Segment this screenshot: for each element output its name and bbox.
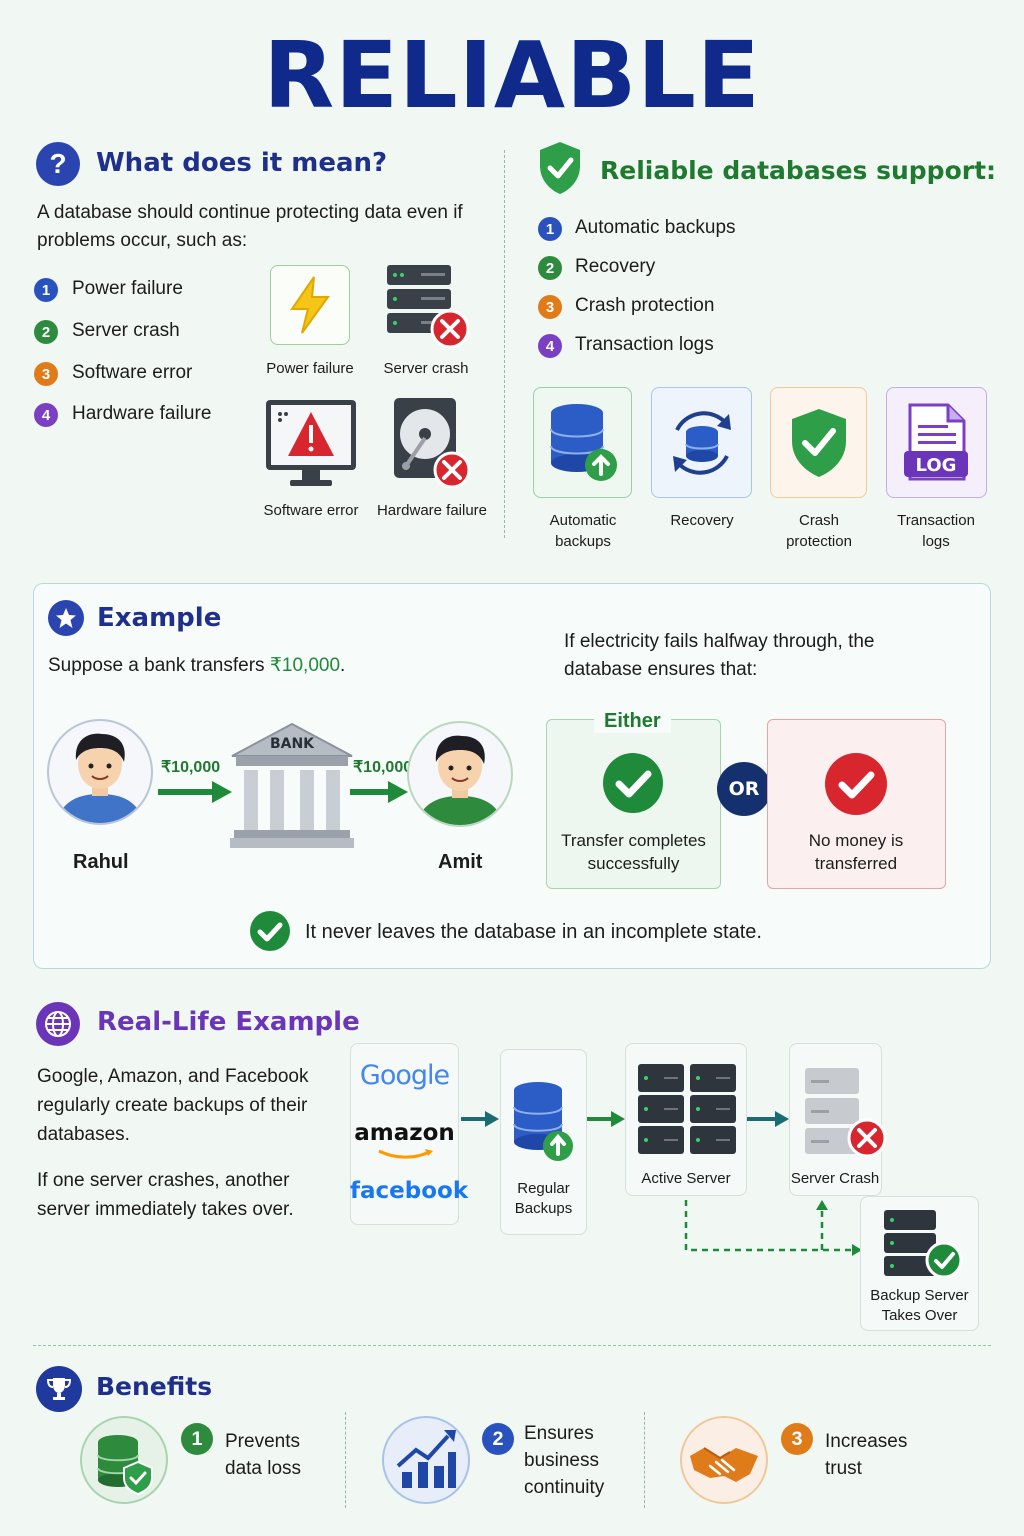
problem-item-label: Hardware failure — [72, 403, 212, 424]
amazon-logo: amazon — [350, 1120, 459, 1164]
bank-icon: BANK — [230, 722, 354, 850]
example-heading: Example — [97, 603, 222, 633]
server-crash-icon — [385, 263, 471, 349]
benefit-item-label: Prevents data loss — [225, 1431, 302, 1479]
flow-arrow — [587, 1109, 625, 1129]
bank-label: BANK — [270, 736, 315, 752]
hardware-failure-icon — [392, 396, 472, 489]
benefits-divider — [33, 1345, 991, 1346]
active-server-label: Active Server — [641, 1170, 731, 1187]
handshake-icon — [680, 1416, 768, 1504]
sender-name: Rahul — [73, 851, 129, 873]
software-error-caption: Software error — [263, 502, 359, 519]
failover-dashed-arrows — [676, 1196, 866, 1258]
benefit-item-label: Increases trust — [825, 1431, 908, 1479]
active-server-icon — [638, 1064, 736, 1156]
success-check-icon — [602, 752, 664, 814]
real-life-paragraph-1: Google, Amazon, and Facebook regularly c… — [37, 1066, 309, 1145]
success-text: Transfer completes successfully — [561, 831, 706, 873]
arrow-right-icon — [158, 781, 232, 803]
software-error-icon — [264, 398, 358, 490]
benefit-divider — [644, 1412, 645, 1508]
avatar-rahul — [46, 718, 154, 826]
problem-item-label: Server crash — [72, 320, 180, 341]
data-protection-icon — [80, 1416, 168, 1504]
server-crash-label: Server Crash — [790, 1170, 880, 1187]
growth-chart-icon — [382, 1416, 470, 1504]
arrow-2-amount: ₹10,000 — [353, 759, 413, 776]
benefit-item-number: 2 — [482, 1423, 514, 1455]
section-divider — [504, 150, 505, 538]
failure-check-icon — [824, 752, 888, 816]
meaning-heading: What does it mean? — [96, 148, 388, 178]
meaning-intro: A database should continue protecting da… — [37, 202, 463, 251]
crash-protection-icon — [770, 387, 867, 498]
arrow-1-amount: ₹10,000 — [161, 759, 221, 776]
either-label: Either — [594, 710, 671, 733]
benefits-heading: Benefits — [96, 1372, 213, 1401]
shield-check-icon — [538, 140, 582, 196]
problem-item-label: Software error — [72, 362, 193, 383]
support-heading: Reliable databases support: — [600, 156, 997, 185]
trophy-icon — [36, 1366, 82, 1412]
problem-item-label: Power failure — [72, 278, 183, 299]
crash-protection-caption: Crash protection — [786, 512, 852, 550]
support-item-number: 3 — [538, 295, 562, 319]
brands-card — [350, 1043, 459, 1225]
support-item-number: 4 — [538, 334, 562, 358]
star-icon — [48, 600, 84, 636]
transfer-amount: ₹10,000 — [269, 655, 341, 676]
support-item-label: Crash protection — [575, 295, 715, 316]
flow-arrow — [747, 1109, 789, 1129]
google-logo: Google — [359, 1060, 450, 1091]
problem-item-number: 2 — [34, 320, 58, 344]
hardware-failure-caption: Hardware failure — [376, 502, 488, 519]
backup-database-icon — [512, 1080, 576, 1164]
avatar-amit — [406, 720, 514, 828]
flow-arrow — [461, 1109, 499, 1129]
or-badge: OR — [717, 762, 771, 816]
benefit-item-number: 3 — [781, 1423, 813, 1455]
check-circle-icon — [249, 910, 291, 952]
log-label: LOG — [915, 455, 956, 476]
support-item-label: Automatic backups — [575, 217, 736, 238]
recovery-icon — [651, 387, 752, 498]
automatic-backups-icon — [533, 387, 632, 498]
problem-item-number: 1 — [34, 278, 58, 302]
question-icon: ? — [36, 142, 80, 186]
problem-item-number: 4 — [34, 403, 58, 427]
transaction-logs-icon: LOG — [886, 387, 987, 498]
real-life-heading: Real-Life Example — [97, 1007, 360, 1037]
receiver-name: Amit — [438, 851, 483, 873]
power-failure-icon — [270, 265, 350, 345]
arrow-right-icon — [350, 781, 408, 803]
benefit-item-number: 1 — [181, 1423, 213, 1455]
crashed-server-icon — [801, 1064, 891, 1158]
power-failure-caption: Power failure — [266, 360, 354, 377]
page-title: RELIABLE — [263, 22, 761, 129]
failure-condition: If electricity fails halfway through, th… — [564, 631, 875, 680]
backup-server-label: Backup Server Takes Over — [870, 1287, 969, 1324]
benefit-item-label: Ensures business continuity — [524, 1423, 605, 1498]
benefit-divider — [345, 1412, 346, 1508]
support-item-number: 1 — [538, 217, 562, 241]
conclusion-text: It never leaves the database in an incom… — [305, 921, 762, 943]
server-crash-caption: Server crash — [383, 360, 469, 377]
support-item-label: Transaction logs — [575, 334, 714, 355]
backup-server-icon — [884, 1210, 964, 1282]
automatic-backups-caption: Automatic backups — [549, 512, 617, 550]
recovery-caption: Recovery — [670, 512, 734, 529]
globe-icon — [36, 1002, 80, 1046]
facebook-logo: facebook — [350, 1178, 469, 1204]
transaction-logs-caption: Transaction logs — [897, 512, 975, 550]
example-intro: Suppose a bank transfers ₹10,000. — [48, 655, 346, 676]
support-item-number: 2 — [538, 256, 562, 280]
support-item-label: Recovery — [575, 256, 656, 277]
real-life-paragraph-2: If one server crashes, another server im… — [37, 1170, 294, 1220]
problem-item-number: 3 — [34, 362, 58, 386]
regular-backups-label: Regular Backups — [514, 1180, 573, 1217]
failure-text: No money is transferred — [808, 831, 904, 873]
